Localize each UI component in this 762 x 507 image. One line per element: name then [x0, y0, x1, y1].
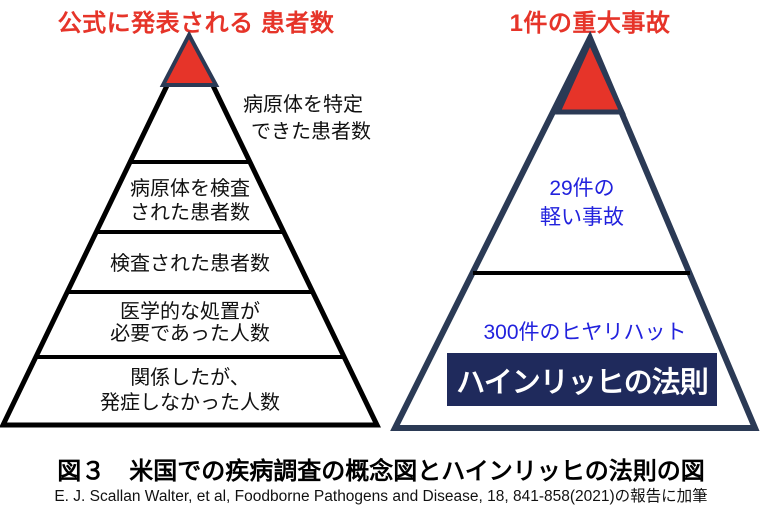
label-line: 300件のヒヤリハット — [483, 321, 687, 344]
label-line: 発症しなかった人数 — [100, 392, 280, 414]
left-layer-label-identified: 病原体を特定 できた患者数 — [232, 92, 374, 146]
figure-source-citation: E. J. Scallan Walter, et al, Foodborne P… — [54, 488, 708, 505]
left-pyramid-red-apex-triangle — [159, 30, 220, 87]
label-line: 病原体を特定 — [243, 94, 363, 116]
label-line: できた患者数 — [251, 121, 371, 143]
left-pyramid-title: 公式に発表される 患者数 — [57, 10, 335, 37]
label-line: 医学的な処置が — [120, 301, 260, 323]
left-layer-label-no-symptoms: 関係したが、 発症しなかった人数 — [80, 366, 300, 416]
right-pyramid-shape — [390, 30, 760, 431]
label-line: された患者数 — [130, 202, 250, 224]
left-layer-label-medical-care: 医学的な処置が 必要であった人数 — [90, 301, 290, 345]
label-line: 軽い事故 — [540, 206, 624, 229]
right-pyramid-red-apex-triangle — [554, 34, 626, 115]
label-line: 関係したが、 — [130, 367, 250, 389]
label-line: 病原体を検査 — [130, 178, 250, 200]
heinrich-law-box: ハインリッヒの法則 — [447, 353, 717, 406]
right-layer-label-near-misses: 300件のヒヤリハット — [460, 321, 710, 345]
left-layer-label-tested: 検査された患者数 — [90, 252, 290, 276]
label-line: 検査された患者数 — [110, 253, 270, 275]
pyramids-graphic — [0, 30, 760, 431]
label-line: 必要であった人数 — [110, 323, 270, 345]
label-line: 29件の — [549, 177, 615, 200]
figure-caption: 図３ 米国での疾病調査の概念図とハインリッヒの法則の図 — [57, 458, 705, 485]
right-layer-label-minor-accidents: 29件の 軽い事故 — [502, 174, 662, 232]
left-layer-label-tested-pathogen: 病原体を検査 された患者数 — [100, 177, 280, 225]
